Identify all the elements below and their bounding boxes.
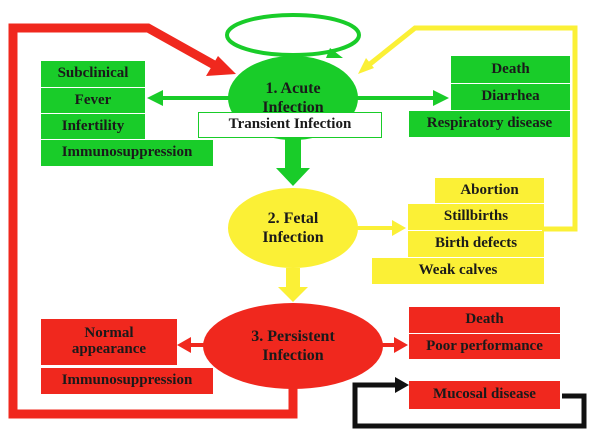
normal-line1: Normal bbox=[84, 325, 134, 342]
fetal-to-persistent-arrowhead bbox=[278, 287, 308, 302]
fetal-infection-node: 2. Fetal Infection bbox=[228, 188, 358, 268]
acute-outcome-death: Death bbox=[451, 56, 570, 83]
acute-label-line1: 1. Acute bbox=[265, 79, 321, 97]
acute-to-fetal-arrowhead bbox=[276, 168, 310, 186]
acute-outcome-diarrhea: Diarrhea bbox=[451, 84, 570, 110]
fetal-outcome-abortion: Abortion bbox=[435, 178, 544, 203]
mucosal-disease-box: Mucosal disease bbox=[409, 381, 560, 409]
acute-outcome-immunosuppression: Immunosuppression bbox=[41, 140, 213, 166]
acute-right-arrowhead bbox=[433, 90, 449, 106]
transient-infection-box: Transient Infection bbox=[198, 112, 382, 138]
acute-left-arrowhead bbox=[147, 90, 163, 106]
persistent-label-line2: Infection bbox=[262, 347, 324, 364]
persistent-label-line1: 3. Persistent bbox=[251, 327, 335, 345]
acute-label-line2: Infection bbox=[262, 99, 324, 116]
fetal-outcome-weak-calves: Weak calves bbox=[372, 258, 544, 284]
fetal-to-acute-arrowhead bbox=[358, 58, 374, 74]
fetal-to-persistent-shaft bbox=[286, 268, 300, 288]
fetal-label-line2: Infection bbox=[262, 229, 324, 246]
persistent-to-acute-arrowhead bbox=[206, 56, 236, 76]
fetal-to-acute-loop bbox=[368, 25, 578, 232]
acute-self-loop-arrowhead bbox=[326, 48, 343, 58]
persistent-to-acute-loop bbox=[8, 23, 298, 419]
persistent-outcome-immunosuppression: Immunosuppression bbox=[41, 368, 213, 394]
normal-line2: appearance bbox=[71, 341, 147, 357]
persistent-outcome-death: Death bbox=[409, 307, 560, 333]
persistent-outcome-normal-appearance: Normal appearance bbox=[41, 319, 177, 365]
mucosal-loop-arrowhead bbox=[395, 377, 409, 393]
fetal-label-line1: 2. Fetal bbox=[267, 209, 319, 227]
acute-outcome-subclinical: Subclinical bbox=[41, 61, 145, 87]
persistent-infection-node: 3. Persistent Infection bbox=[203, 303, 383, 389]
fetal-right-arrowhead bbox=[392, 220, 406, 236]
acute-to-fetal-shaft bbox=[285, 138, 301, 170]
persistent-outcome-poor-performance: Poor performance bbox=[409, 334, 560, 359]
persistent-left-arrowhead bbox=[177, 337, 191, 353]
acute-outcome-fever: Fever bbox=[41, 88, 145, 113]
fetal-outcome-stillbirths: Stillbirths bbox=[408, 204, 544, 230]
persistent-right-arrowhead bbox=[394, 337, 408, 353]
fetal-outcome-birth-defects: Birth defects bbox=[408, 231, 544, 257]
acute-outcome-infertility: Infertility bbox=[41, 114, 145, 139]
acute-outcome-respiratory-disease: Respiratory disease bbox=[409, 111, 570, 137]
mucosal-loop bbox=[352, 382, 587, 429]
acute-self-loop bbox=[225, 13, 361, 57]
